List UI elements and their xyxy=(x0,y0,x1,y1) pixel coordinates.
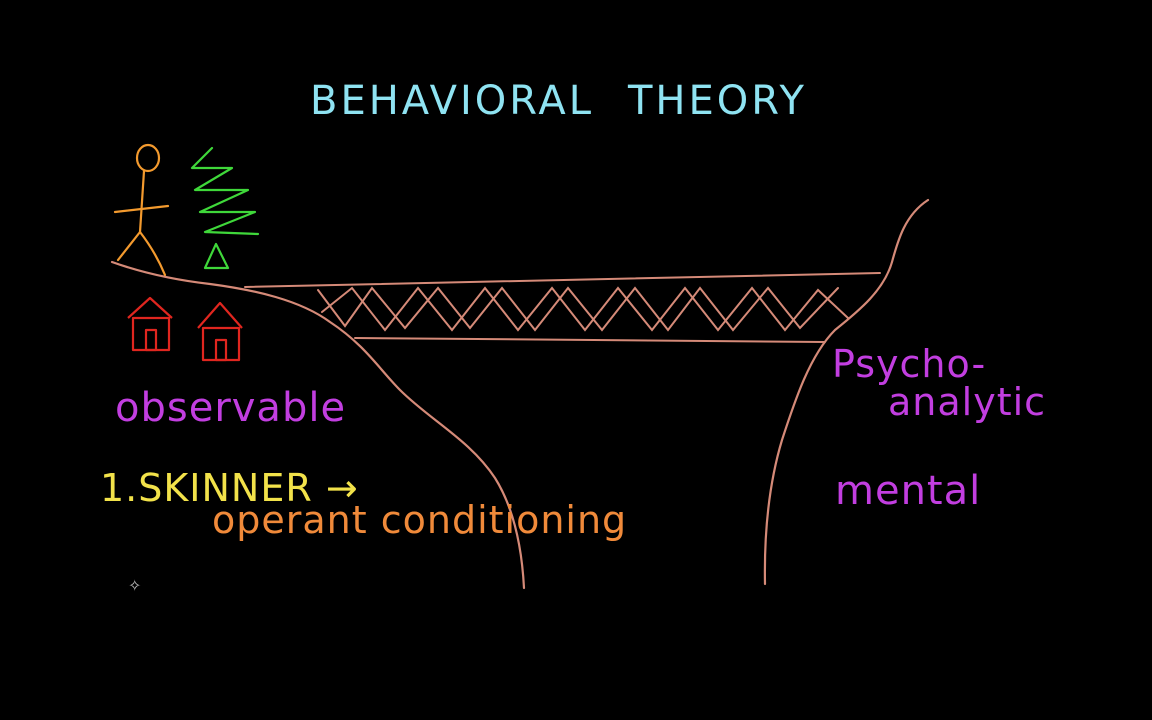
bridge xyxy=(244,272,881,343)
label-operant-conditioning: operant conditioning xyxy=(212,498,628,542)
label-mental: mental xyxy=(835,468,982,514)
label-skinner: 1.SKINNER → xyxy=(100,466,359,510)
left-cliff xyxy=(110,260,526,590)
right-cliff xyxy=(763,198,930,586)
pen-cursor-icon: ✧ xyxy=(128,576,142,595)
title-theory: THEORY xyxy=(628,78,807,124)
title-behavioral: BEHAVIORAL xyxy=(310,78,595,124)
label-observable: observable xyxy=(115,385,347,431)
stick-figure-icon xyxy=(113,143,170,277)
house-icon xyxy=(197,301,243,362)
house-icon xyxy=(127,296,173,352)
label-psycho: Psycho- xyxy=(832,342,987,386)
label-analytic: analytic xyxy=(888,380,1047,424)
pine-tree-icon xyxy=(190,146,260,270)
